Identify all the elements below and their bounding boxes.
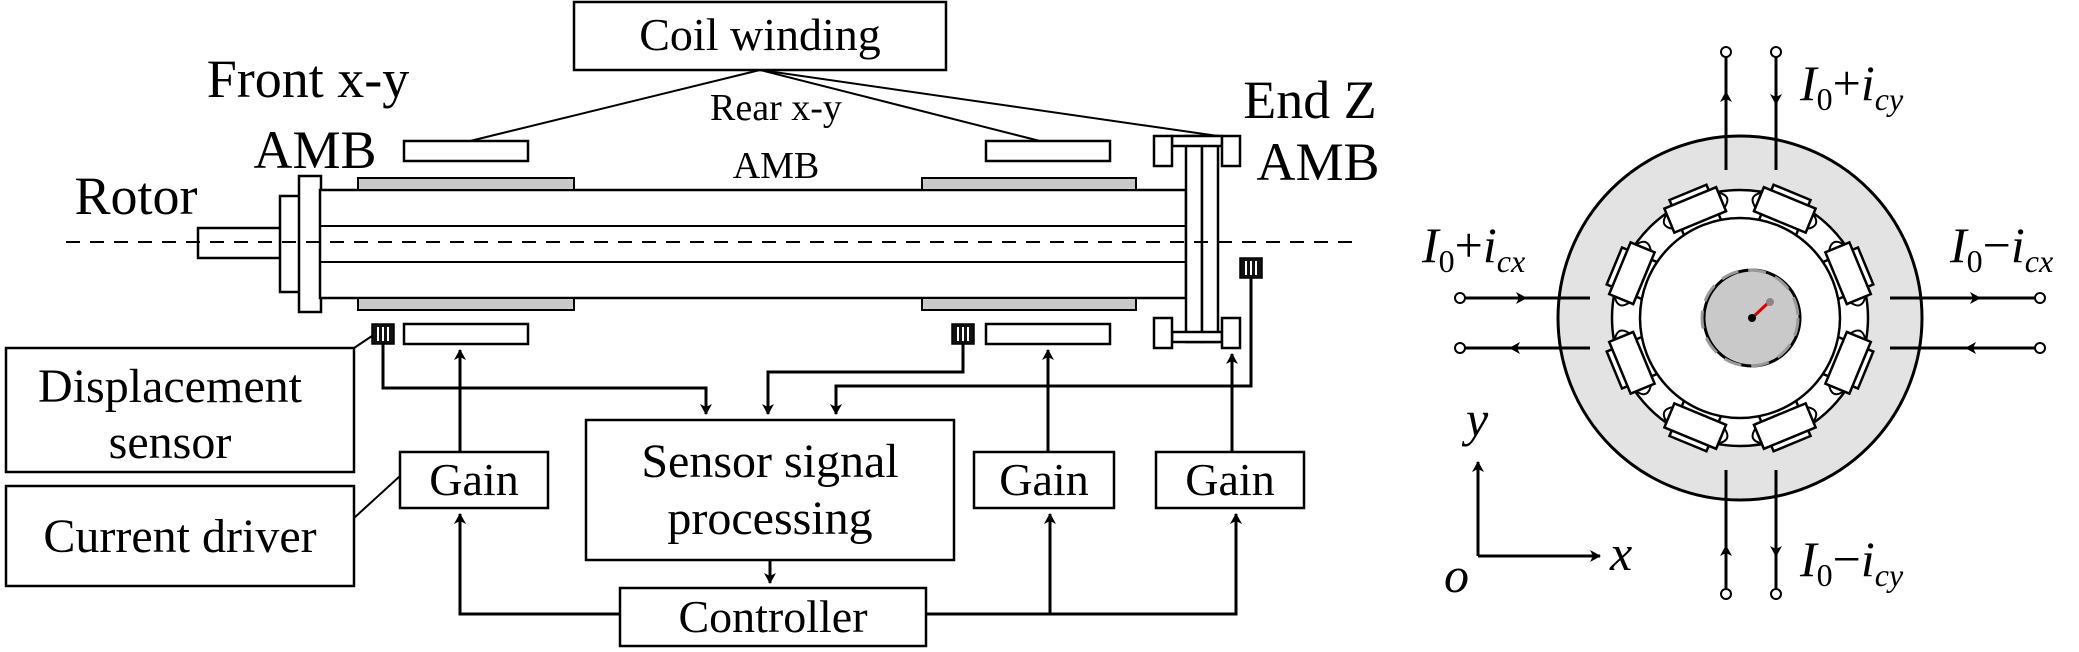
rear-amb-coil-top [984,139,1112,163]
displacement-label-2: sensor [109,416,232,469]
rotor-orbit [1700,268,1800,368]
controller-label: Controller [678,591,867,642]
front-amb-label-2: AMB [253,120,376,180]
displacement-sensor-callout: Displacement sensor [4,335,373,474]
front-amb-coil-top [402,139,530,163]
displacement-label-1: Displacement [38,360,303,413]
axis-origin-label: o [1444,547,1469,603]
rear-amb-sleeve-bottom [921,297,1137,311]
signal-wires [381,278,1253,616]
sensor-processing-label-2: processing [667,492,872,545]
rear-amb-label-1: Rear x-y [710,87,842,129]
gain-block-left: Gain [398,450,550,510]
front-amb-label-1: Front x-y [207,49,410,109]
coordinate-axes: y x o [1444,391,1632,603]
current-leads [1454,46,2046,600]
end-amb-coil-tr [1220,134,1242,168]
rotor-label: Rotor [74,166,197,226]
current-label-right: I0−icx [1949,217,2053,279]
sensor-processing-label-1: Sensor signal [641,435,898,488]
end-amb-coil-br [1220,316,1242,350]
front-amb-sleeve-bottom [357,297,575,311]
stator-poles [1605,183,1875,453]
gain-left-label: Gain [429,454,518,505]
rear-amb-coil-bottom [984,322,1112,346]
current-driver-label: Current driver [43,510,316,563]
end-amb-coil-tl [1152,134,1174,168]
current-driver-callout: Current driver [4,475,401,588]
end-amb-label-2: AMB [1256,132,1379,192]
gain-block-middle: Gain [972,450,1116,510]
gain-right-label: Gain [1185,454,1274,505]
displacement-sensor-rear [951,323,975,345]
rear-amb-label-2: AMB [733,145,820,187]
gain-middle-label: Gain [999,454,1088,505]
gain-block-right: Gain [1154,450,1306,510]
end-amb-coil-bl [1152,316,1174,350]
rotor [196,134,1224,344]
current-label-left: I0+icx [1421,217,1525,279]
sensor-signal-processing-block: Sensor signal processing [584,418,956,562]
axis-x-label: x [1609,525,1632,581]
coil-winding-label: Coil winding [639,9,881,60]
current-label-top: I0+icy [1799,55,1904,117]
end-amb-label-1: End Z [1243,70,1376,130]
current-label-bottom: I0−icy [1799,531,1904,593]
controller-block: Controller [618,586,928,648]
axis-y-label: y [1461,391,1489,447]
displacement-sensor-end [1239,257,1263,279]
coil-winding-callout: Coil winding [469,0,1219,142]
front-amb-coil-bottom [402,322,530,346]
front-amb-sleeve-top [357,177,575,191]
displacement-sensor-front [371,323,395,345]
cross-section-view: I0+icy I0+icx I0−icx I0−icy y x o [1421,46,2053,603]
side-view: Coil winding Front x-y AMB Rear x-y AMB … [4,0,1380,648]
rear-amb-sleeve-top [921,177,1137,191]
